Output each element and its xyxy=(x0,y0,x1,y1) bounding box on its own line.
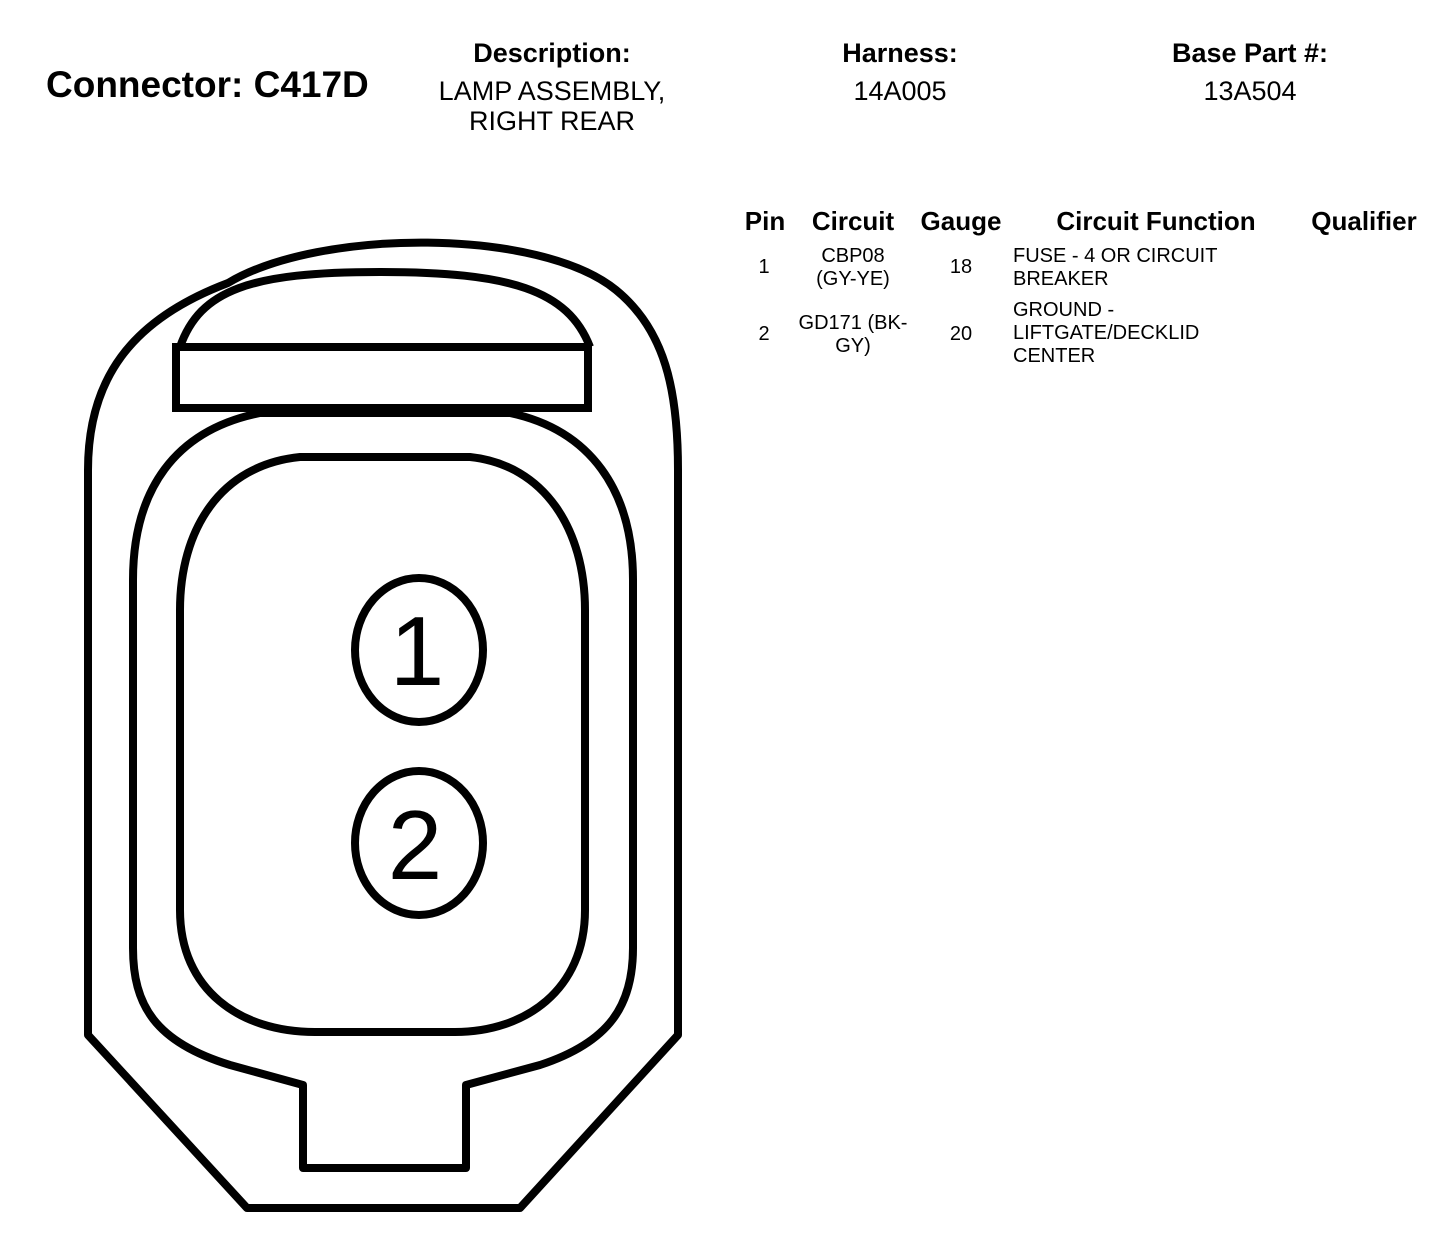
base-part-label: Base Part #: xyxy=(1171,38,1329,68)
row-1-circuit-line-1: CBP08 xyxy=(821,245,885,267)
row-2-pin: 2 xyxy=(758,323,770,345)
locking-tab xyxy=(176,267,594,349)
locking-tab-bar xyxy=(172,343,592,412)
row-2-circuit-line-2: GY) xyxy=(835,335,871,357)
description-line-1: LAMP ASSEMBLY, xyxy=(438,76,666,106)
row-1-function-line-1: FUSE - 4 OR CIRCUIT xyxy=(1013,245,1218,267)
row-2-function-line-2: LIFTGATE/DECKLID xyxy=(1013,322,1200,344)
col-header-pin: Pin xyxy=(744,206,786,236)
description-label: Description: xyxy=(473,38,631,68)
description-line-2: RIGHT REAR xyxy=(468,106,636,136)
row-2-function-line-3: CENTER xyxy=(1013,345,1096,367)
row-2-circuit-line-1: GD171 (BK- xyxy=(798,312,908,334)
base-part-value: 13A504 xyxy=(1203,76,1297,106)
row-2-gauge: 20 xyxy=(949,323,973,345)
col-header-gauge: Gauge xyxy=(920,206,1002,236)
connector-housing-outline xyxy=(84,238,682,1212)
col-header-circuit: Circuit xyxy=(811,206,895,236)
pin-2: 2 xyxy=(351,767,487,919)
pin-2-label: 2 xyxy=(388,790,443,900)
row-1-gauge: 18 xyxy=(949,256,973,278)
pin-2-circle xyxy=(351,767,487,919)
harness-value: 14A005 xyxy=(853,76,947,106)
row-1-function-line-2: BREAKER xyxy=(1013,268,1109,290)
pin-cavity-outline xyxy=(176,453,589,1036)
pin-1-circle xyxy=(351,574,487,726)
col-header-qualifier: Qualifier xyxy=(1311,206,1417,236)
pin-1: 1 xyxy=(351,574,487,726)
seal-outline xyxy=(129,409,637,1172)
col-header-circuit-function: Circuit Function xyxy=(1056,206,1256,236)
connector-title: Connector: C417D xyxy=(46,64,369,105)
row-1-pin: 1 xyxy=(758,256,770,278)
row-2-function-line-1: GROUND - xyxy=(1013,299,1115,321)
row-1-circuit-line-2: (GY-YE) xyxy=(816,268,890,290)
harness-label: Harness: xyxy=(842,38,958,68)
pin-1-label: 1 xyxy=(390,596,445,706)
